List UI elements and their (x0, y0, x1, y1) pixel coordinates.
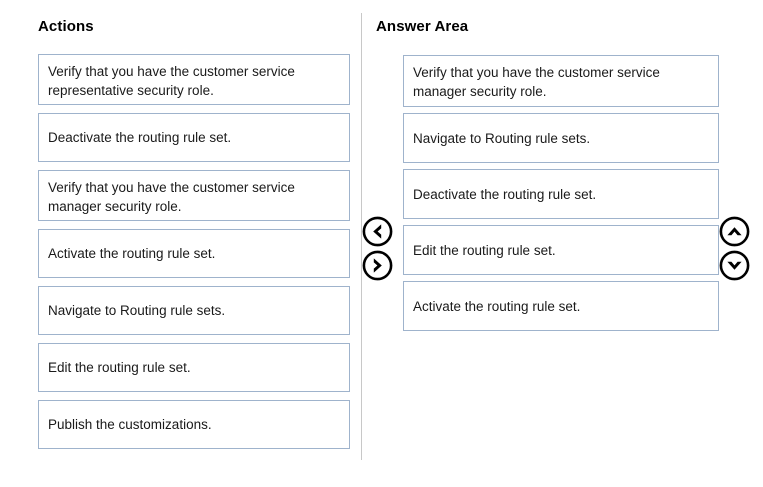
list-item[interactable]: Verify that you have the customer servic… (403, 55, 719, 107)
list-item[interactable]: Navigate to Routing rule sets. (38, 286, 350, 335)
list-item[interactable]: Activate the routing rule set. (38, 229, 350, 278)
move-up-icon[interactable] (719, 216, 750, 247)
move-controls (362, 216, 393, 281)
list-item[interactable]: Verify that you have the customer servic… (38, 54, 350, 105)
list-item[interactable]: Deactivate the routing rule set. (403, 169, 719, 219)
list-item[interactable]: Verify that you have the customer servic… (38, 170, 350, 221)
list-item[interactable]: Edit the routing rule set. (38, 343, 350, 392)
list-item[interactable]: Publish the customizations. (38, 400, 350, 449)
move-left-icon[interactable] (362, 216, 393, 247)
answer-area-list: Verify that you have the customer servic… (403, 55, 719, 337)
list-item[interactable]: Navigate to Routing rule sets. (403, 113, 719, 163)
list-item[interactable]: Edit the routing rule set. (403, 225, 719, 275)
reorder-controls (719, 216, 750, 281)
actions-panel-title: Actions (38, 18, 94, 35)
answer-area-panel-title: Answer Area (376, 18, 469, 35)
actions-list: Verify that you have the customer servic… (38, 54, 350, 457)
list-item[interactable]: Deactivate the routing rule set. (38, 113, 350, 162)
column-divider (361, 13, 362, 460)
move-right-icon[interactable] (362, 250, 393, 281)
list-item[interactable]: Activate the routing rule set. (403, 281, 719, 331)
move-down-icon[interactable] (719, 250, 750, 281)
